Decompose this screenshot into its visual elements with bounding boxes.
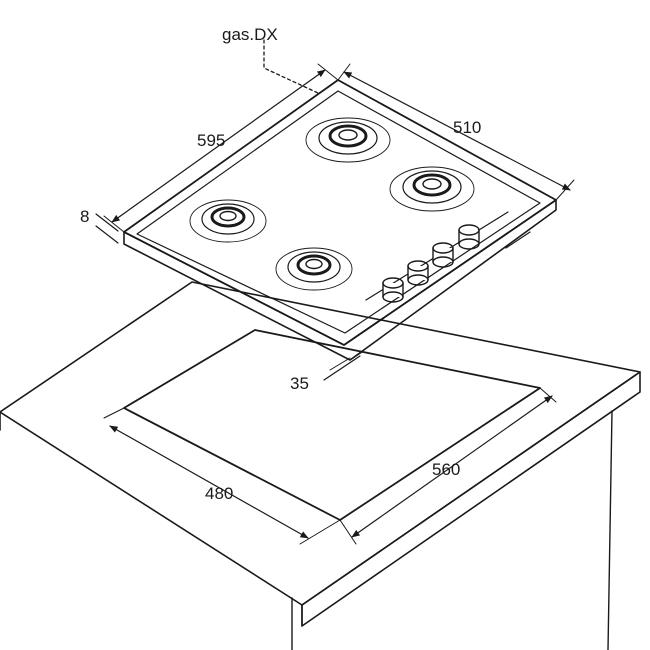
dimension-line-560: [351, 395, 553, 538]
knob: [407, 260, 429, 286]
extension-line: [103, 215, 125, 233]
extension-line: [555, 179, 575, 201]
cutout-opening: [123, 329, 541, 521]
knob: [432, 242, 454, 268]
knob: [382, 277, 404, 303]
label-front-offset: 35: [290, 374, 309, 393]
thickness-tick: [95, 213, 119, 232]
label-hob-width: 510: [453, 118, 481, 137]
label-gas-connection: gas.DX: [222, 25, 278, 44]
extension-line: [539, 387, 557, 403]
extension-line: [299, 519, 341, 545]
extension-line: [103, 407, 125, 419]
countertop: [0, 281, 641, 650]
extension-line: [339, 519, 357, 545]
cabinet-right-side: [607, 410, 613, 650]
burner-rear: [305, 117, 391, 163]
hob-underside-line: [349, 351, 363, 361]
extension-line: [317, 63, 339, 81]
dimension-line-480: [109, 425, 309, 539]
extension-line: [329, 357, 351, 371]
dimension-line-595: [111, 69, 326, 223]
dimension-labels: gas.DX 595 510 8 35 480 560: [80, 25, 481, 503]
countertop-front-edge: [301, 371, 641, 627]
burner-front: [275, 247, 353, 291]
knob: [458, 224, 480, 250]
hob-underside-line: [505, 231, 531, 249]
label-cutout-depth: 480: [205, 484, 233, 503]
label-cutout-width: 560: [432, 460, 460, 479]
gas-hob: [123, 79, 557, 361]
burner-right: [389, 166, 475, 212]
burner-left: [189, 199, 267, 243]
extension-line: [337, 63, 351, 81]
countertop-top-surface: [0, 281, 641, 606]
dimension-line-510: [343, 71, 571, 191]
hob-top-plate: [123, 79, 557, 346]
gas-connection-leader: [263, 39, 319, 94]
label-hob-thickness: 8: [80, 207, 89, 226]
cutout: [123, 329, 541, 521]
thickness-tick: [95, 225, 119, 244]
dimension-line-35: [323, 355, 361, 381]
dimensions: [95, 39, 575, 545]
label-hob-depth: 595: [197, 131, 225, 150]
hob-side-edge: [123, 199, 557, 361]
